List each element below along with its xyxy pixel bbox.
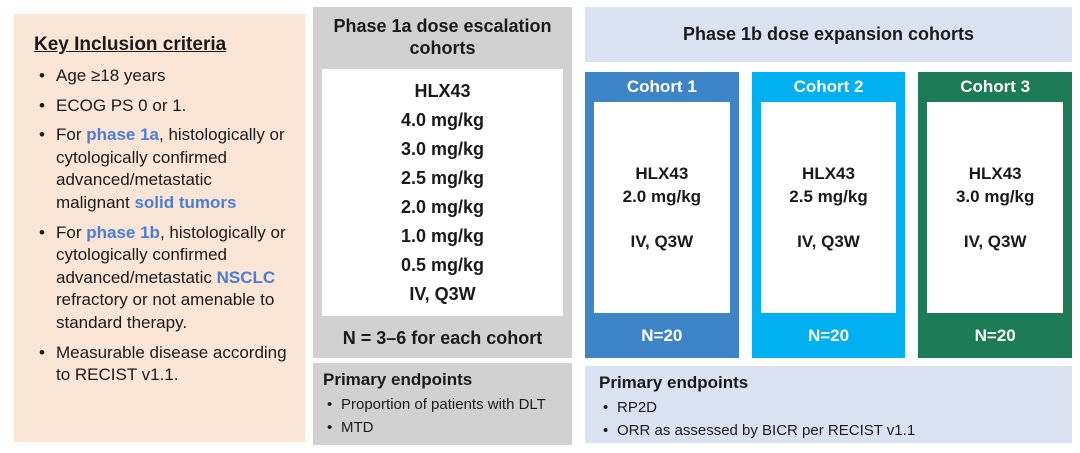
cohort2-drug: HLX43 <box>802 164 855 183</box>
phase1a-dose-list: HLX43 4.0 mg/kg 3.0 mg/kg 2.5 mg/kg 2.0 … <box>322 69 563 316</box>
phase1b-endpoints-title: Primary endpoints <box>599 373 749 392</box>
endpoint-orr: ORR as assessed by BICR per RECIST v1.1 <box>599 420 1062 443</box>
cohort3-card: Cohort 3 HLX43 3.0 mg/kg IV, Q3W N=20 <box>918 72 1073 358</box>
endpoint-dlt: Proportion of patients with DLT <box>323 394 564 417</box>
phase1b-endpoints-box: Primary endpoints RP2D ORR as assessed b… <box>585 366 1072 443</box>
cohort1-label: Cohort 1 <box>626 77 697 96</box>
inclusion-criteria-panel: Key Inclusion criteria Age ≥18 years ECO… <box>14 14 305 442</box>
cohort3-n-label: N=20 <box>974 325 1016 345</box>
cohort2-dose: 2.5 mg/kg <box>789 187 868 206</box>
cohort2-label: Cohort 2 <box>793 77 864 96</box>
dose-line: 3.0 mg/kg <box>400 138 485 159</box>
phase1a-endpoints-list: Proportion of patients with DLT MTD <box>323 394 564 440</box>
cohort3-drug: HLX43 <box>968 164 1022 183</box>
phase1b-title: Phase 1b dose expansion cohorts <box>682 24 975 44</box>
endpoint-mtd: MTD <box>323 417 564 440</box>
cohort3-body: HLX43 3.0 mg/kg IV, Q3W <box>927 102 1064 313</box>
phase1a-n-label: N = 3–6 for each cohort <box>342 328 543 348</box>
dose-line: 1.0 mg/kg <box>400 225 485 246</box>
phase1b-emphasis: phase 1b <box>86 222 160 242</box>
cohort3-dose: 3.0 mg/kg <box>955 187 1035 206</box>
dose-line-drug: HLX43 <box>414 80 471 101</box>
inclusion-bullet-age: Age ≥18 years <box>34 65 287 88</box>
cohort3-schedule: IV, Q3W <box>963 232 1027 251</box>
cohort2-body: HLX43 2.5 mg/kg IV, Q3W <box>760 102 897 313</box>
inclusion-bullet-ecog: ECOG PS 0 or 1. <box>34 95 287 118</box>
phase1a-escalation-box: Phase 1a dose escalation cohorts HLX43 4… <box>313 7 572 358</box>
inclusion-bullet-phase1b: For phase 1b, histologically or cytologi… <box>34 222 287 335</box>
cohort2-schedule: IV, Q3W <box>797 232 860 251</box>
dose-line: 0.5 mg/kg <box>400 254 485 275</box>
nsclc-emphasis: NSCLC <box>216 267 276 287</box>
cohort1-dose: 2.0 mg/kg <box>622 187 702 206</box>
cohort1-card: Cohort 1 HLX43 2.0 mg/kg IV, Q3W N=20 <box>585 72 739 358</box>
phase1b-cohort-cards: Cohort 1 HLX43 2.0 mg/kg IV, Q3W N=20 Co… <box>585 72 1073 358</box>
phase1b-endpoints-list: RP2D ORR as assessed by BICR per RECIST … <box>599 397 1062 443</box>
phase1a-endpoints-title: Primary endpoints <box>323 370 473 389</box>
inclusion-criteria-list: Age ≥18 years ECOG PS 0 or 1. For phase … <box>34 65 287 387</box>
endpoint-rp2d: RP2D <box>599 397 1062 420</box>
inclusion-criteria-title: Key Inclusion criteria <box>34 34 227 55</box>
cohort2-n-label: N=20 <box>807 325 850 345</box>
cohort1-drug: HLX43 <box>635 164 689 183</box>
cohort3-label: Cohort 3 <box>960 77 1031 96</box>
cohort2-card: Cohort 2 HLX43 2.5 mg/kg IV, Q3W N=20 <box>751 72 906 358</box>
phase1a-title: Phase 1a dose escalation cohorts <box>333 16 552 58</box>
inclusion-bullet-measurable: Measurable disease according to RECIST v… <box>34 342 287 387</box>
dose-line: 2.5 mg/kg <box>400 167 485 188</box>
phase1b-header: Phase 1b dose expansion cohorts <box>585 7 1072 62</box>
inclusion-bullet-phase1a: For phase 1a, histologically or cytologi… <box>34 124 287 214</box>
phase1a-emphasis: phase 1a <box>86 125 159 145</box>
cohort1-schedule: IV, Q3W <box>630 232 694 251</box>
dose-line-schedule: IV, Q3W <box>409 283 476 304</box>
phase1a-endpoints-box: Primary endpoints Proportion of patients… <box>313 363 572 445</box>
dose-line: 4.0 mg/kg <box>400 109 485 130</box>
solid-tumors-emphasis: solid tumors <box>134 193 237 213</box>
dose-line: 2.0 mg/kg <box>400 196 485 217</box>
cohort1-n-label: N=20 <box>641 325 683 345</box>
cohort1-body: HLX43 2.0 mg/kg IV, Q3W <box>594 102 730 313</box>
